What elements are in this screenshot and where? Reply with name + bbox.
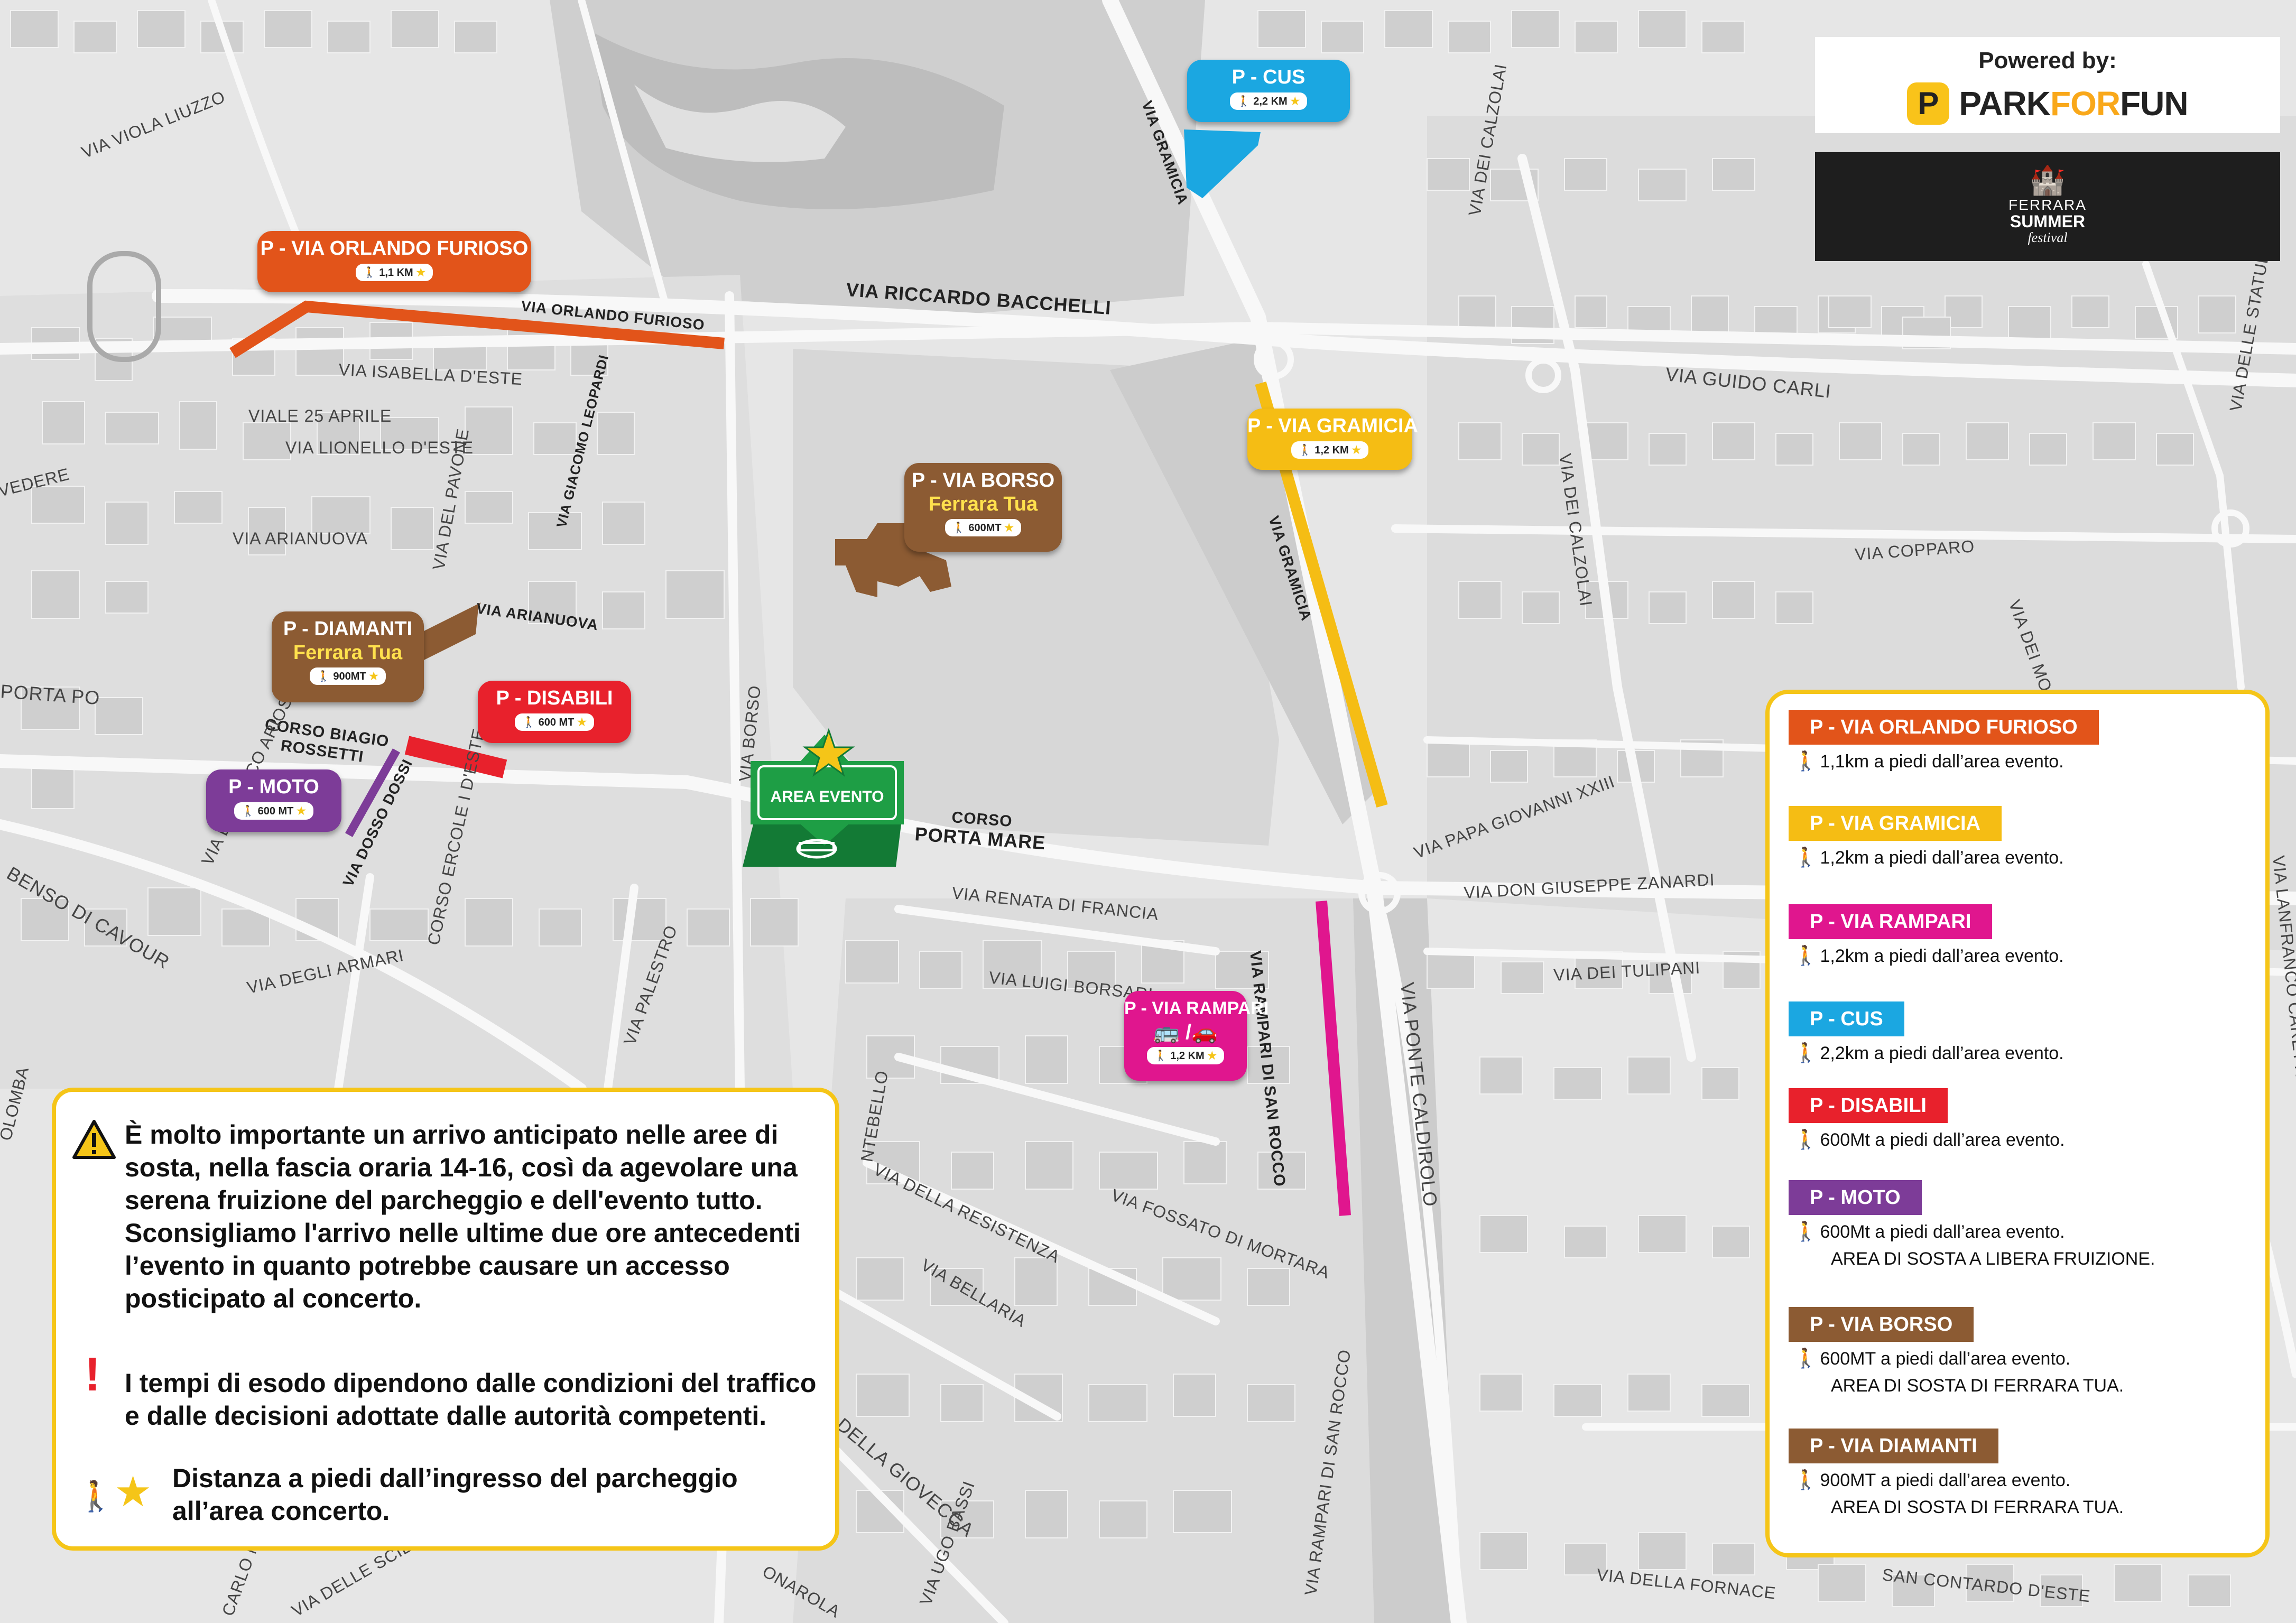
distance-chip: 🚶 900MT ★ xyxy=(309,667,386,685)
parkforfun-icon: P xyxy=(1907,82,1950,125)
legend-badge: P - VIA ORLANDO FURIOSO xyxy=(1789,710,2099,745)
parking-area-cus xyxy=(1184,129,1261,198)
parkforfun-logo: P PARKFORFUN xyxy=(1815,82,2280,125)
star-icon: ★ xyxy=(1207,1050,1217,1062)
walk-icon: 🚶 xyxy=(1794,1220,1818,1242)
pin-title: P - DIAMANTI xyxy=(283,618,413,640)
walk-icon: 🚶 xyxy=(1154,1050,1168,1062)
area-evento-label: AREA EVENTO xyxy=(770,788,884,805)
legend-badge: P - VIA BORSO xyxy=(1789,1307,1974,1342)
ferrara-summer-festival-logo: 🏰 FERRARA SUMMER festival xyxy=(1815,152,2280,261)
street-label: VIA LIONELLO D'ESTE xyxy=(285,438,474,457)
warning-icon xyxy=(72,1120,116,1159)
legend-badge: P - VIA RAMPARI xyxy=(1789,904,1993,939)
distance-chip: 🚶 600MT ★ xyxy=(945,519,1022,536)
legend-item-borso: P - VIA BORSO 🚶 600MT a piedi dall’area … xyxy=(1789,1307,2124,1396)
legend-item-cus: P - CUS 🚶 2,2km a piedi dall’area evento… xyxy=(1789,1001,2064,1064)
walk-icon: 🚶 xyxy=(363,267,376,279)
parking-pin-moto[interactable]: P - MOTO 🚶 600 MT ★ xyxy=(206,769,341,832)
parking-line-moto xyxy=(345,748,400,837)
notice-box: È molto importante un arrivo anticipato … xyxy=(52,1088,839,1551)
star-icon: ★ xyxy=(416,267,426,279)
parking-line-rampari xyxy=(1316,901,1351,1216)
legend-badge: P - VIA DIAMANTI xyxy=(1789,1429,1998,1463)
legend-badge: P - MOTO xyxy=(1789,1180,1922,1215)
distance-chip: 🚶 600 MT ★ xyxy=(234,802,313,820)
star-icon: ★ xyxy=(1004,522,1014,534)
powered-by-label: Powered by: xyxy=(1978,48,2117,73)
walk-icon: 🚶 xyxy=(1237,96,1251,107)
parking-pin-diamanti[interactable]: P - DIAMANTI Ferrara Tua 🚶 900MT ★ xyxy=(272,611,424,702)
pin-title: P - DISABILI xyxy=(496,687,613,709)
walk-icon: 🚶 xyxy=(1794,750,1818,772)
parking-line-orlando xyxy=(229,300,725,358)
parking-pin-gramicia[interactable]: P - VIA GRAMICIA 🚶 1,2 KM ★ xyxy=(1247,409,1419,470)
street-label: VIALE 25 APRILE xyxy=(248,406,392,425)
notice-exodus: I tempi di esodo dipendono dalle condizi… xyxy=(125,1368,817,1431)
legend-badge: P - CUS xyxy=(1789,1001,1904,1036)
star-icon: ★ xyxy=(296,805,306,817)
walk-icon: 🚶 xyxy=(1794,846,1818,868)
castle-icon: 🏰 xyxy=(2030,164,2066,196)
parking-line-disabili xyxy=(404,736,507,778)
pin-title: P - CUS xyxy=(1232,66,1306,88)
distance-chip: 🚶 600 MT ★ xyxy=(515,713,594,731)
walk-icon: 🚶 xyxy=(1794,944,1818,966)
parking-pin-rampari[interactable]: P - VIA RAMPARI 🚌 /🚗 🚶 1,2 KM ★ xyxy=(1124,991,1269,1081)
distance-chip: 🚶 1,2 KM ★ xyxy=(1146,1047,1225,1064)
pin-title: P - VIA BORSO xyxy=(911,469,1055,491)
parking-pin-cus[interactable]: P - CUS 🚶 2,2 KM ★ xyxy=(1187,60,1350,122)
distance-chip: 🚶 1,1 KM ★ xyxy=(355,264,433,281)
legend-item-disabili: P - DISABILI 🚶 600Mt a piedi dall’area e… xyxy=(1789,1088,2065,1151)
walk-star-icon: 🚶★ xyxy=(77,1468,152,1515)
distance-chip: 🚶 2,2 KM ★ xyxy=(1229,92,1308,110)
parkforfun-wordmark: PARKFORFUN xyxy=(1959,85,2188,123)
walk-icon: 🚶 xyxy=(1794,1042,1818,1063)
parking-area-borso xyxy=(835,523,951,597)
legend-item-gramicia: P - VIA GRAMICIA 🚶 1,2km a piedi dall’ar… xyxy=(1789,806,2064,868)
pin-title: P - VIA ORLANDO FURIOSO xyxy=(260,237,529,259)
parking-area-diamanti xyxy=(423,602,481,661)
distance-chip: 🚶 1,2 KM ★ xyxy=(1291,441,1369,459)
walk-icon: 🚶 xyxy=(1794,1128,1818,1150)
legend-item-rampari: P - VIA RAMPARI 🚶 1,2km a piedi dall’are… xyxy=(1789,904,2064,967)
star-icon: ★ xyxy=(1290,96,1300,107)
walk-icon: 🚶 xyxy=(1298,444,1312,456)
parking-pin-orlando[interactable]: P - VIA ORLANDO FURIOSO 🚶 1,1 KM ★ xyxy=(257,231,531,292)
powered-by-box: Powered by: P PARKFORFUN xyxy=(1815,37,2280,133)
walk-icon: 🚶 xyxy=(1794,1347,1818,1369)
legend-item-orlando: P - VIA ORLANDO FURIOSO 🚶 1,1km a piedi … xyxy=(1789,710,2099,772)
pin-title: P - VIA RAMPARI xyxy=(1124,998,1269,1018)
star-icon: ★ xyxy=(577,717,587,728)
street-label: CORSO xyxy=(951,809,1013,830)
legend-badge: P - DISABILI xyxy=(1789,1088,1948,1123)
transport-icons: 🚌 /🚗 xyxy=(1153,1021,1218,1044)
pin-title: P - MOTO xyxy=(228,776,319,798)
walk-icon: 🚶 xyxy=(1794,1469,1818,1490)
exclamation-icon: ! xyxy=(85,1348,100,1401)
pin-subtitle: Ferrara Tua xyxy=(928,493,1038,515)
walk-icon: 🚶 xyxy=(317,671,330,682)
street-label: VIA ARIANUOVA xyxy=(233,529,368,548)
parking-legend: P - VIA ORLANDO FURIOSO 🚶 1,1km a piedi … xyxy=(1765,690,2270,1557)
legend-item-moto: P - MOTO 🚶 600Mt a piedi dall’area event… xyxy=(1789,1180,2155,1269)
area-evento-marker[interactable]: AREA EVENTO xyxy=(737,724,912,883)
notice-walking-distance: Distanza a piedi dall’ingresso del parch… xyxy=(172,1463,738,1526)
pin-title: P - VIA GRAMICIA xyxy=(1247,415,1419,437)
star-icon: ★ xyxy=(369,671,379,682)
star-icon: ★ xyxy=(1351,444,1362,456)
walk-icon: 🚶 xyxy=(242,805,255,817)
legend-item-diamanti: P - VIA DIAMANTI 🚶 900MT a piedi dall’ar… xyxy=(1789,1429,2124,1518)
walk-icon: 🚶 xyxy=(952,522,966,534)
parking-pin-disabili[interactable]: P - DISABILI 🚶 600 MT ★ xyxy=(478,681,631,743)
notice-early-arrival: È molto importante un arrivo anticipato … xyxy=(125,1120,801,1313)
stadium-icon: AREA EVENTO xyxy=(743,728,904,867)
pin-subtitle: Ferrara Tua xyxy=(293,642,403,664)
parking-pin-borso[interactable]: P - VIA BORSO Ferrara Tua 🚶 600MT ★ xyxy=(904,463,1062,552)
walk-icon: 🚶 xyxy=(522,717,536,728)
legend-badge: P - VIA GRAMICIA xyxy=(1789,806,2002,841)
